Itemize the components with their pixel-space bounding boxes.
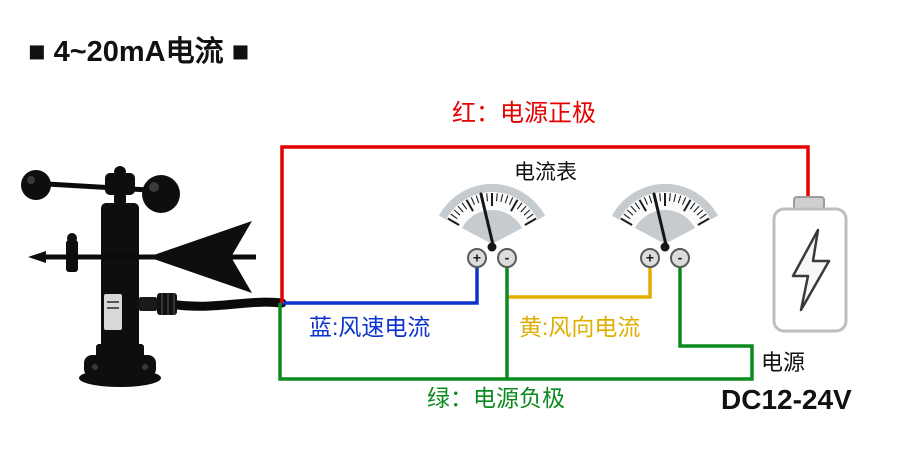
wires — [278, 145, 810, 381]
green-wire-label: 绿：电源负极 — [427, 385, 565, 411]
lightning-bolt-icon — [791, 228, 831, 312]
gauge-fan-body — [612, 183, 718, 244]
connector-rib — [161, 293, 163, 315]
connector-rib — [173, 293, 175, 315]
red-wire-label: 红：电源正极 — [452, 100, 596, 127]
gauge-scale-band — [619, 192, 711, 228]
anemometer-cup-left — [21, 170, 51, 200]
base-foot — [79, 369, 161, 387]
ammeter-heading: 电流表 — [514, 161, 577, 184]
gauge-needle — [479, 192, 496, 251]
gauge-scale-ticks — [620, 193, 710, 226]
connector-rib — [167, 293, 169, 315]
vane-counterweight — [28, 251, 46, 263]
gauge-scale-band — [446, 192, 538, 228]
gauge2-plus-mark: + — [645, 249, 655, 266]
sensor-body — [101, 203, 139, 363]
yellow-wind-direction-wire — [507, 258, 652, 299]
flange-bolt — [92, 364, 98, 370]
cable-gland — [139, 297, 157, 311]
analog-ammeter-gauge-winddirection — [612, 183, 718, 268]
gauge1-plus-mark: + — [472, 249, 482, 266]
wind-sensor-illustration — [21, 166, 287, 387]
red-power-positive-wire — [280, 145, 810, 303]
blue-wind-speed-wire — [280, 258, 479, 305]
section-title: ■ 4~20mA电流 ■ — [28, 36, 250, 68]
cup-highlight — [27, 176, 35, 184]
cup-hub — [105, 173, 135, 195]
anemometer-cup-right — [142, 175, 180, 213]
gauge-needle — [652, 192, 669, 251]
sticker-line — [107, 307, 119, 309]
analog-ammeter-gauge-windspeed — [439, 183, 545, 268]
flange-bolt — [142, 364, 148, 370]
sensor-cable — [165, 297, 287, 311]
needle-pivot — [487, 242, 497, 252]
terminal-minus — [497, 248, 517, 268]
needle-pivot — [660, 242, 670, 252]
gauge-fan-body — [439, 183, 545, 244]
power-voltage-label: DC12-24V — [721, 384, 852, 415]
wind-vane-fin — [148, 221, 252, 293]
base-collar — [96, 344, 144, 358]
terminal-plus — [467, 248, 487, 268]
gauge2-minus-mark: - — [677, 249, 683, 266]
yellow-wire-label: 黄:风向电流 — [519, 314, 641, 340]
blue-wire-label: 蓝:风速电流 — [309, 314, 431, 340]
battery — [772, 196, 848, 333]
sticker-line — [107, 301, 119, 303]
sensor-sticker — [104, 294, 122, 330]
terminal-minus — [670, 248, 690, 268]
gauge1-minus-mark: - — [504, 249, 510, 266]
green-power-negative-wire — [278, 258, 754, 381]
power-supply-label: 电源 — [761, 350, 806, 375]
terminal-plus — [640, 248, 660, 268]
cup-highlight — [149, 182, 159, 192]
